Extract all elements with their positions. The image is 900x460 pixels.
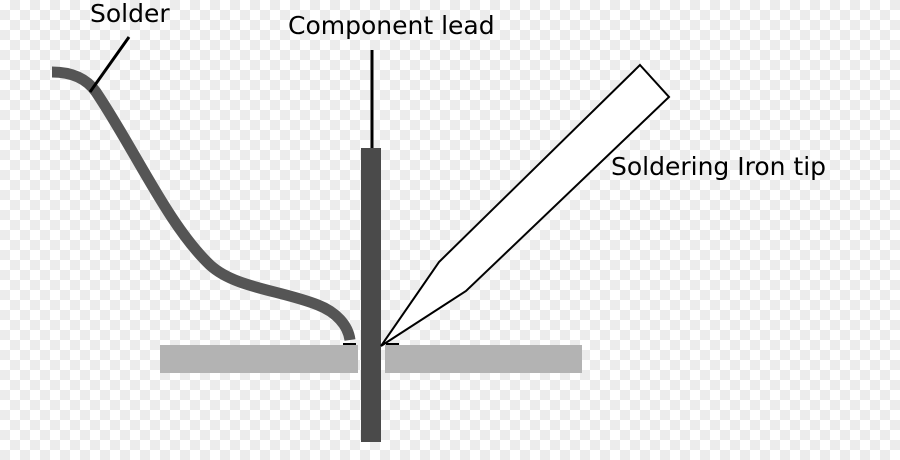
component-lead-label: Component lead bbox=[288, 11, 495, 40]
solder-leader-line bbox=[88, 36, 131, 93]
solder-label: Solder bbox=[90, 0, 170, 28]
circuit-board-right bbox=[385, 345, 582, 373]
solder-wire bbox=[51, 66, 356, 342]
soldering-iron-tip-label: Soldering Iron tip bbox=[611, 152, 827, 181]
soldering-iron-tip bbox=[380, 63, 671, 347]
component-lead bbox=[361, 148, 381, 442]
circuit-board-left bbox=[160, 345, 358, 373]
